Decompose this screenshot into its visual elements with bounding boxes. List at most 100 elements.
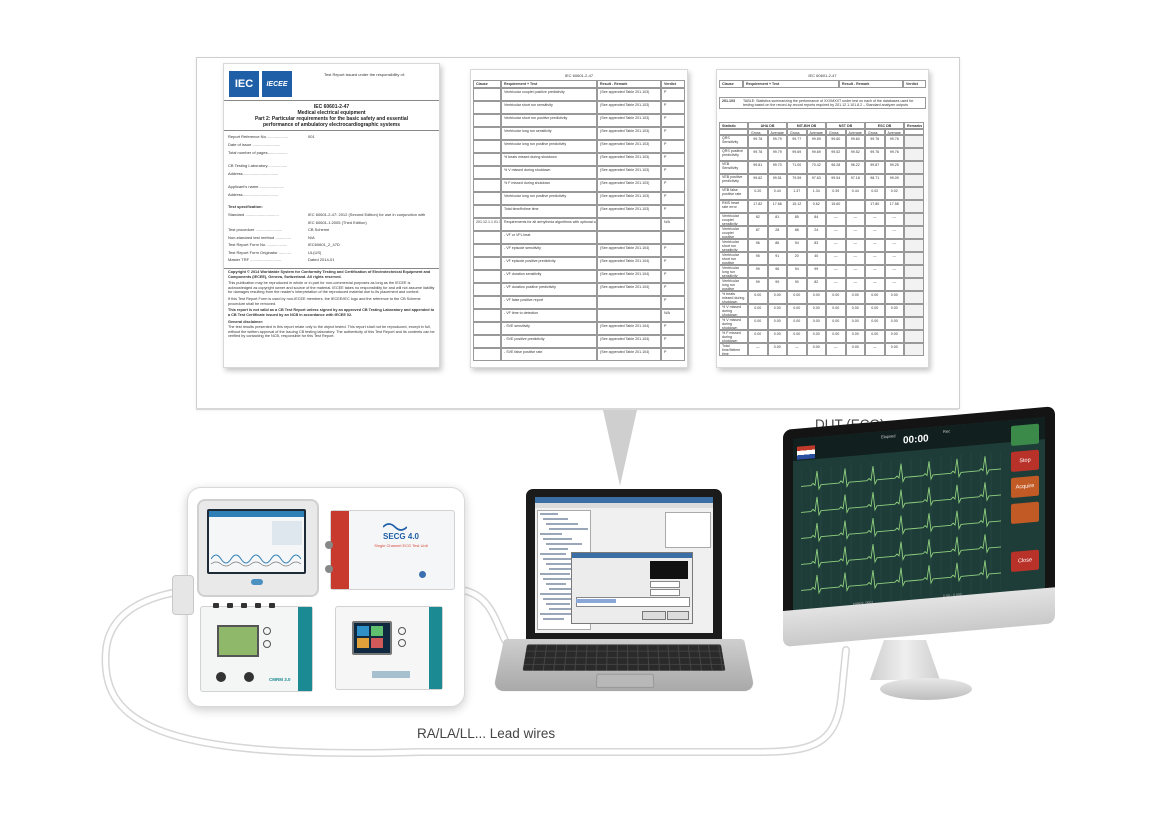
tree-line xyxy=(540,533,562,535)
stats-remark xyxy=(904,135,924,148)
stats-value: 0.00 xyxy=(748,330,768,343)
table-cell: - VF or VFL beat xyxy=(501,231,597,244)
simulator-label-strip xyxy=(372,671,410,678)
table-cell: (See appended Table 201.103) xyxy=(597,127,661,140)
page3-header: IEC 60601-2-47 xyxy=(808,73,837,78)
table-row: - VF duration positive predictivity(See … xyxy=(473,283,685,296)
stats-value: 0.00 xyxy=(806,291,826,304)
stats-sub-header-blank xyxy=(719,129,748,135)
stats-value: 82 xyxy=(748,213,768,226)
table-cell xyxy=(473,153,501,166)
flag-icon xyxy=(797,445,815,460)
table-cell: Ventricular long run sensitivity xyxy=(501,127,597,140)
stats-value: — xyxy=(787,343,807,356)
stats-row: Ventricular short run positive predictiv… xyxy=(719,252,926,265)
table-cell: (See appended Table 201.103) xyxy=(597,166,661,179)
stats-sub-header: Gross xyxy=(748,129,768,135)
tree-line xyxy=(540,613,578,615)
stats-value: — xyxy=(884,265,904,278)
reproduction-paragraph: This publication may be reproduced in wh… xyxy=(228,281,435,295)
stats-row-name: Ventricular couplet sensitivity xyxy=(719,213,748,226)
disclaimer-heading: General disclaimer: xyxy=(228,320,264,325)
stats-row-name: Total time/fixtime time xyxy=(719,343,748,356)
stats-value: 0.00 xyxy=(748,291,768,304)
ecg-button[interactable]: Close xyxy=(1011,549,1039,573)
spec-field-value: IEC60601_2_47D xyxy=(308,242,340,247)
spec-field-row: Test procedure ........................C… xyxy=(228,227,435,235)
tree-line xyxy=(549,568,572,570)
stats-value: — xyxy=(865,252,885,265)
report-divider xyxy=(196,408,958,410)
stats-value: 99.78 xyxy=(748,148,768,161)
ecg-trace-line xyxy=(801,505,1001,543)
secg-red-panel xyxy=(331,511,349,589)
stats-value: 79.59 xyxy=(787,174,807,187)
stats-value: 40 xyxy=(806,252,826,265)
stats-db-header: NST DB xyxy=(826,122,865,129)
ecg-button[interactable] xyxy=(1011,423,1039,447)
stats-value: — xyxy=(826,213,846,226)
tree-line xyxy=(546,543,582,545)
stats-value: 15.12 xyxy=(787,200,807,213)
tree-line xyxy=(543,518,568,520)
stats-remark xyxy=(904,226,924,239)
stats-value: 0.00 xyxy=(826,291,846,304)
stats-row-name: Ventricular couplet positive predictivit… xyxy=(719,226,748,239)
table-cell xyxy=(473,335,501,348)
stats-db-header: ESC DB xyxy=(865,122,904,129)
iec-logo: IEC xyxy=(229,71,259,97)
table-cell xyxy=(473,179,501,192)
stats-value: 0.00 xyxy=(806,304,826,317)
tree-line xyxy=(543,578,580,580)
table-cell: (See appended Table 201.104) xyxy=(597,283,661,296)
secg-status-light-icon xyxy=(419,571,426,578)
ecg-trace-line xyxy=(801,531,1001,569)
stats-sub-header: Average xyxy=(806,129,826,135)
stats-row-name: Ventricular long run sensitivity xyxy=(719,265,748,278)
monitor-base xyxy=(880,678,972,700)
stats-remark xyxy=(904,239,924,252)
spec-field-label: Test procedure ........................ xyxy=(228,227,283,232)
ecg-button[interactable] xyxy=(1011,501,1039,525)
stats-value: 0.00 xyxy=(845,291,865,304)
table-cell: P xyxy=(661,127,685,140)
table-cell: P xyxy=(661,296,685,309)
stats-table-number: 201.103 xyxy=(722,99,735,103)
stats-value: — xyxy=(826,252,846,265)
stats-value: — xyxy=(865,265,885,278)
stats-value: 0.00 xyxy=(865,317,885,330)
tablet-simulator xyxy=(197,499,319,597)
stats-value: — xyxy=(865,213,885,226)
stats-value: — xyxy=(845,265,865,278)
stats-value: 99.69 xyxy=(806,148,826,161)
stats-value: 91 xyxy=(767,252,787,265)
stats-value: 0.00 xyxy=(806,317,826,330)
stats-value: 0.00 xyxy=(767,304,787,317)
ecg-button[interactable]: Acquire xyxy=(1011,475,1039,499)
stats-sub-header-blank xyxy=(904,129,924,135)
tree-line xyxy=(540,573,570,575)
ecg-trace-line xyxy=(801,479,1001,517)
stats-value: — xyxy=(884,239,904,252)
ecg-button[interactable]: Stop xyxy=(1011,449,1039,473)
stats-remark xyxy=(904,252,924,265)
stats-value: 99.76 xyxy=(865,135,885,148)
stats-value: 1.34 xyxy=(806,187,826,200)
stats-value: 97.18 xyxy=(845,174,865,187)
stats-value: — xyxy=(865,343,885,356)
cmrm-lcd xyxy=(217,625,259,657)
table-cell xyxy=(473,166,501,179)
table-row: - VF or VFL beat xyxy=(473,231,685,244)
table-cell xyxy=(597,309,661,322)
table-cell: Total time/fixtime time xyxy=(501,205,597,218)
stats-value: 0.00 xyxy=(767,330,787,343)
stats-value: 0.00 xyxy=(884,343,904,356)
stats-value: 0.00 xyxy=(865,304,885,317)
table-cell: (See appended Table 201.104) xyxy=(597,270,661,283)
stats-value: 97.63 xyxy=(806,174,826,187)
